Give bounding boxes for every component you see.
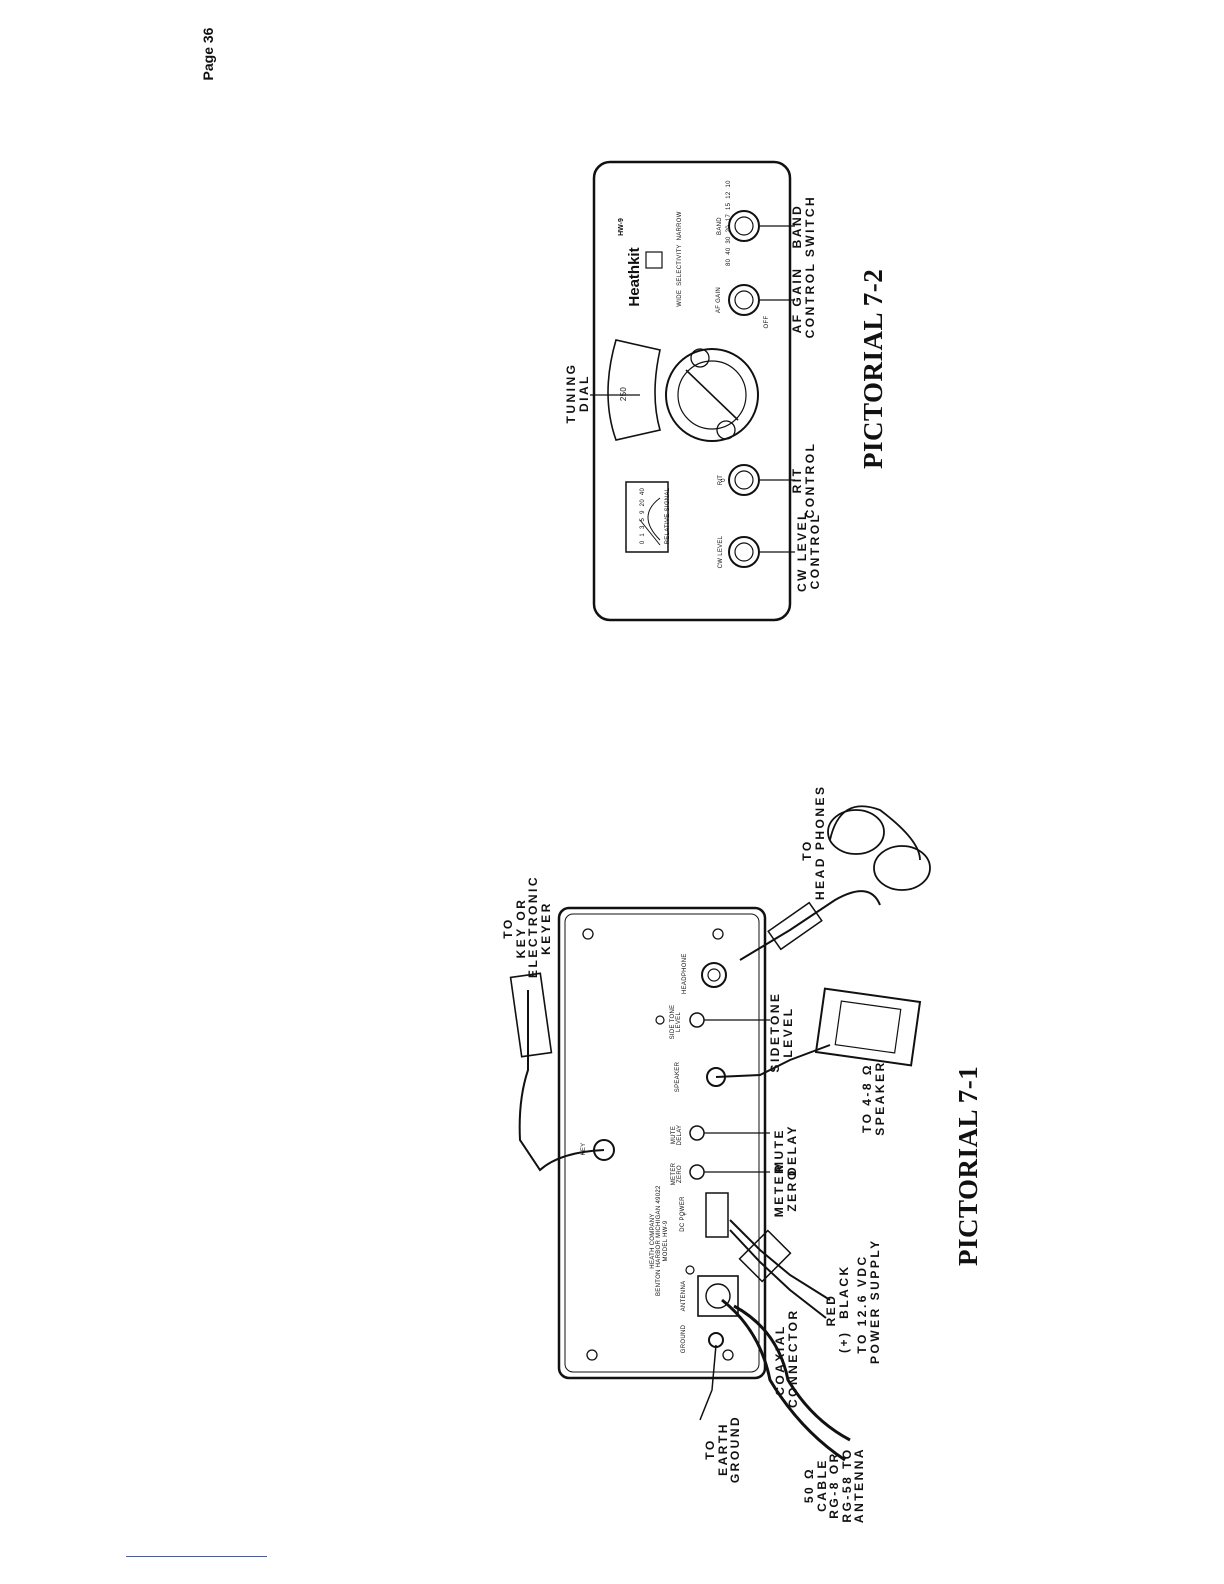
cw-level-panel-label: CW LEVEL — [718, 535, 724, 569]
band-scale: 80 40 30 20 17 15 12 10 — [726, 180, 732, 266]
footer-rule — [126, 1556, 267, 1557]
mute-delay-callout: MUTE DELAY — [772, 1123, 799, 1177]
ground-jack-label: GROUND — [681, 1324, 687, 1354]
id-plate: HEATH COMPANY BENTON HARBOR MICHIGAN 490… — [650, 1185, 669, 1296]
plus-label: + — [683, 1212, 689, 1216]
front-panel-drawing — [590, 160, 795, 622]
headphones-callout: TO HEAD PHONES — [800, 784, 827, 900]
selectivity-label: WIDE SELECTIVITY NARROW — [677, 211, 683, 307]
af-gain-callout: AF GAIN CONTROL — [790, 261, 817, 339]
key-jack-label: KEY — [581, 1142, 587, 1156]
brand-logo: Heathkit — [626, 247, 643, 307]
earth-ground-callout: TO EARTH GROUND — [703, 1414, 743, 1484]
red-black-callout: RED (+) BLACK — [824, 1264, 851, 1353]
rear-panel-drawing — [509, 805, 931, 1462]
meter-zero-jack-label: METER ZERO — [671, 1162, 684, 1186]
antenna-jack-label: ANTENNA — [681, 1280, 687, 1312]
pictorial-7-2-title: PICTORIAL 7-2 — [858, 268, 888, 469]
power-supply-callout: TO 12.6 VDC POWER SUPPLY — [855, 1238, 882, 1364]
sidetone-jack-label: SIDE TONE LEVEL — [670, 1004, 683, 1040]
dial-mark: 250 — [619, 386, 628, 402]
tuning-dial-callout: TUNING DIAL — [564, 362, 591, 424]
band-switch-callout: BAND SWITCH — [790, 194, 817, 258]
speaker-callout: TO 4-8 Ω SPEAKER — [860, 1060, 887, 1136]
band-panel-label: BAND — [717, 217, 723, 235]
rit-zero-label: 0 — [721, 478, 727, 482]
meter-label: RELATIVE SIGNAL — [665, 487, 671, 545]
mute-delay-jack-label: MUTE DELAY — [671, 1124, 684, 1146]
antenna-cable-callout: 50 Ω CABLE RG-8 OR RG-58 TO ANTENNA — [802, 1446, 867, 1524]
speaker-jack-label: SPEAKER — [675, 1061, 681, 1093]
off-label: OFF — [764, 315, 770, 329]
rit-callout: RIT CONTROL — [790, 441, 817, 519]
headphone-jack-label: HEADPHONE — [682, 953, 688, 994]
page-number: Page 36 — [200, 27, 216, 81]
af-gain-panel-label: AF GAIN — [716, 286, 722, 314]
pictorial-7-1-title: PICTORIAL 7-1 — [953, 1065, 983, 1266]
model-label: HW-9 — [618, 218, 625, 236]
meter-scale: 0 1 3 5 9 20 40 — [640, 487, 646, 545]
coaxial-connector-callout: COAXIAL CONNECTOR — [773, 1308, 800, 1408]
key-callout: TO KEY OR ELECTRONIC KEYER — [501, 875, 553, 978]
sidetone-callout: SIDETONE LEVEL — [768, 991, 795, 1073]
